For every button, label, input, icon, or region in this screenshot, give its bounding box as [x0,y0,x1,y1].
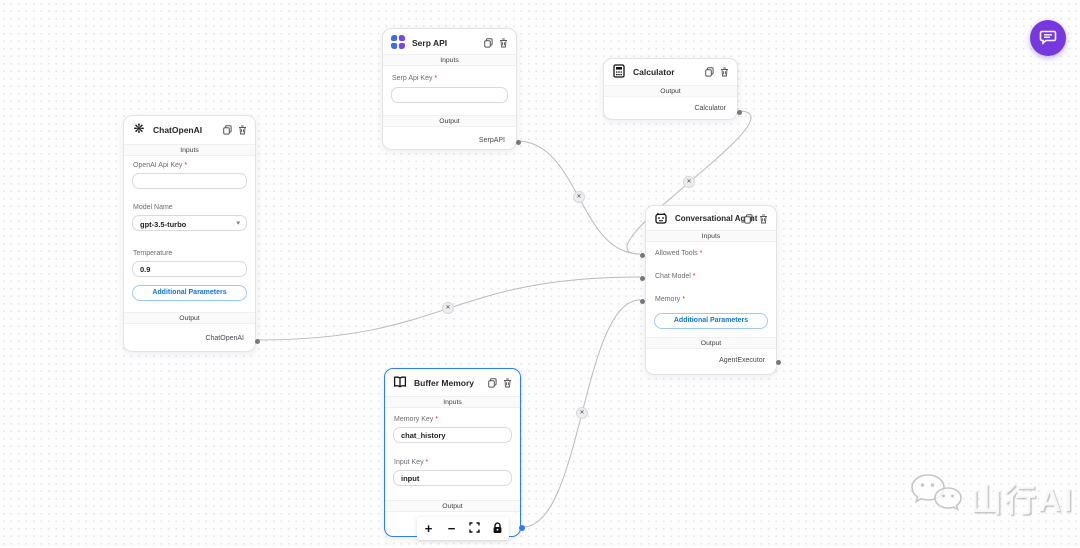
required-marker: * [692,273,696,280]
chevron-down-icon: ▾ [236,220,240,227]
fit-view-icon [469,522,480,535]
node-title: Buffer Memory [414,378,474,388]
duplicate-node-icon[interactable] [705,67,714,77]
watermark: 山行AI [908,472,1074,523]
required-marker: * [699,250,703,257]
wechat-icon [908,472,964,523]
node-header: Buffer Memory [385,375,520,391]
field-label: Chat Model * [655,273,696,280]
chat-fab-button[interactable] [1030,20,1066,56]
calculator-icon [612,64,626,78]
field-label: Input Key * [394,459,429,466]
additional-parameters-button[interactable]: Additional Parameters [654,313,768,329]
field-label: Allowed Tools * [655,250,703,257]
inputs-section-header: Inputs [385,396,520,408]
node-header: Serp API [383,35,516,51]
node-title: Conversational Agent [675,214,758,223]
node-buffer-memory[interactable]: Buffer Memory Inputs Memory Key * Input … [384,368,525,537]
node-conversational-agent[interactable]: Conversational Agent Inputs Allowed Tool… [640,205,781,375]
memory-key-input[interactable] [393,427,512,443]
field-label: Temperature [133,250,173,257]
output-handle-agentexecutor[interactable] [776,359,781,365]
output-section-header: Output [385,500,520,512]
output-section-header: Output [383,115,516,127]
edge-delete-button[interactable]: ✕ [573,191,585,203]
node-header: ❋ ChatOpenAI [124,122,255,138]
node-header: Conversational Agent [646,211,776,227]
output-anchor-label: ChatOpenAI [205,335,244,342]
delete-node-icon[interactable] [720,67,729,77]
field-label: Model Name [133,204,173,211]
required-marker: * [682,296,685,303]
selected-model-value: gpt-3.5-turbo [140,220,187,229]
required-marker: * [434,75,438,82]
input-handle-memory[interactable] [640,298,645,304]
edge-delete-button[interactable]: ✕ [683,176,695,188]
canvas-toolbar: + − [417,517,509,540]
openai-icon: ❋ [133,121,145,136]
zoom-in-button[interactable]: + [419,519,439,539]
open-book-icon [393,375,407,389]
input-key-input[interactable] [393,470,512,486]
output-handle-serpapi[interactable] [516,139,521,145]
node-title: Serp API [412,38,448,48]
delete-node-icon[interactable] [499,38,508,48]
minus-icon: − [447,521,456,536]
edge-delete-button[interactable]: ✕ [442,302,454,314]
lock-icon [492,521,503,536]
edge-delete-button[interactable]: ✕ [576,407,588,419]
node-title: ChatOpenAI [153,125,203,135]
output-handle-buffermemory[interactable] [519,525,525,531]
duplicate-node-icon[interactable] [744,214,753,224]
robot-icon [654,211,668,225]
node-calculator[interactable]: Calculator Output Calculator [603,58,742,120]
fit-view-button[interactable] [465,519,485,539]
watermark-text: 山行AI [970,481,1075,518]
output-anchor-label: Calculator [694,105,726,112]
model-name-select[interactable]: gpt-3.5-turbo ▾ [132,215,247,231]
input-handle-allowed-tools[interactable] [640,252,645,258]
required-marker: * [425,459,429,466]
lock-canvas-button[interactable] [488,519,508,539]
temperature-input[interactable] [132,261,247,277]
node-header: Calculator [604,64,737,80]
delete-node-icon[interactable] [503,378,512,388]
node-title: Calculator [633,67,675,77]
zoom-out-button[interactable]: − [442,519,462,539]
output-handle-calculator[interactable] [737,109,742,115]
output-section-header: Output [604,85,737,97]
output-section-header: Output [124,312,255,324]
inputs-section-header: Inputs [383,54,516,66]
output-section-header: Output [646,337,776,349]
duplicate-node-icon[interactable] [484,38,493,48]
inputs-section-header: Inputs [124,144,255,156]
openai-api-key-input[interactable] [132,173,247,189]
required-marker: * [435,416,438,423]
inputs-section-header: Inputs [646,230,776,242]
duplicate-node-icon[interactable] [488,378,497,388]
chat-bubble-icon [1039,28,1057,49]
delete-node-icon[interactable] [238,125,247,135]
required-marker: * [184,162,188,169]
serpapi-icon [391,35,405,49]
delete-node-icon[interactable] [759,214,768,224]
duplicate-node-icon[interactable] [223,125,232,135]
input-handle-chat-model[interactable] [640,275,645,281]
output-handle-chatopenai[interactable] [255,338,260,344]
serp-api-key-input[interactable] [391,87,508,103]
plus-icon: + [424,521,433,536]
field-label: Serp Api Key * [392,75,438,82]
node-serpapi[interactable]: Serp API Inputs Serp Api Key * Output Se… [382,28,521,150]
field-label: Memory * [655,296,685,303]
field-label: OpenAI Api Key * [133,162,188,169]
field-label: Memory Key * [394,416,438,423]
node-chatopenai[interactable]: ❋ ChatOpenAI Inputs OpenAI Api Key * Mod… [123,115,260,352]
output-anchor-label: SerpAPI [478,137,505,144]
additional-parameters-button[interactable]: Additional Parameters [132,285,247,301]
output-anchor-label: AgentExecutor [719,357,765,364]
